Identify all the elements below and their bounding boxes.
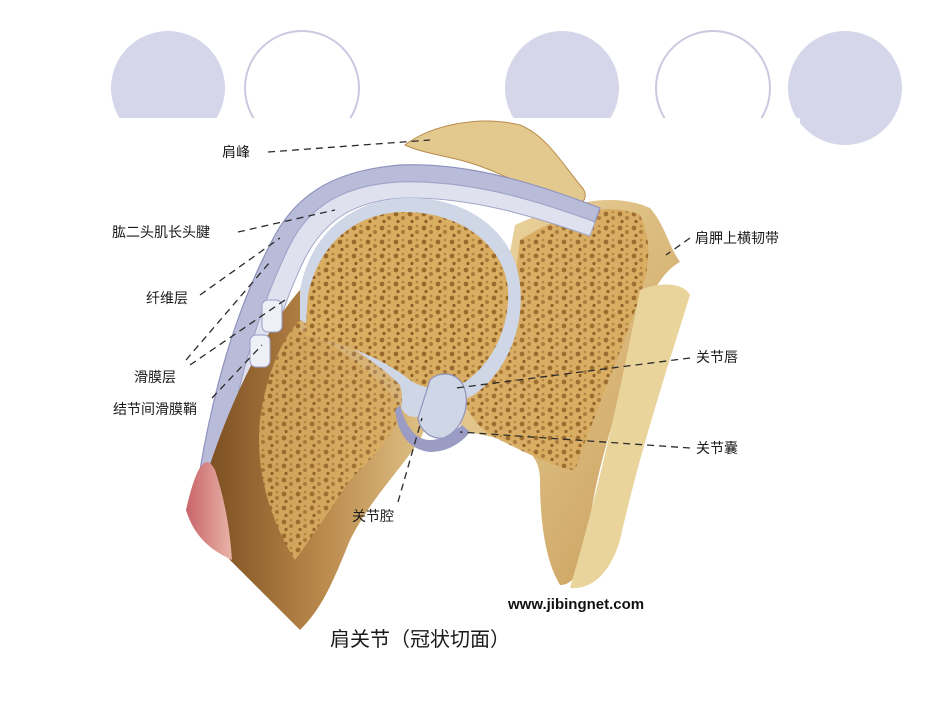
label-acromion: 肩峰: [222, 145, 250, 161]
leader-acromion: [267, 139, 431, 153]
shoulder-illustration: [186, 120, 690, 630]
leader-lines: [185, 139, 691, 503]
label-transverse-ligament: 肩胛上横韧带: [695, 231, 779, 247]
label-joint-capsule: 关节囊: [696, 440, 738, 457]
decor-circle-1: [111, 31, 225, 145]
labrum-fold: [417, 373, 467, 439]
leader-labrum: [455, 357, 691, 389]
label-biceps-tendon: 肱二头肌长头腱: [112, 225, 210, 241]
label-synovial-sheath: 结节间滑膜鞘: [113, 401, 197, 418]
label-fibrous-layer: 纤维层: [146, 291, 188, 307]
leader-biceps-tendon: [237, 209, 336, 233]
scapula-spongy: [463, 209, 649, 470]
leader-sheath: [211, 344, 263, 399]
label-glenoid-labrum: 关节唇: [696, 350, 738, 366]
humerus-spongy-shaft: [259, 320, 402, 560]
acromion-bone: [404, 120, 586, 209]
label-joint-cavity: 关节腔: [352, 509, 394, 525]
muscle-strip: [186, 462, 232, 560]
lower-capsule: [395, 405, 470, 452]
labels: 肩峰 肱二头肌长头腱 纤维层 滑膜层 结节间滑膜鞘 肩胛上横韧带 关节唇 关节囊…: [112, 145, 779, 525]
figure-caption: 肩关节（冠状切面）: [330, 627, 510, 651]
leader-capsule: [459, 431, 691, 449]
watermark: www.jibingnet.com: [507, 596, 644, 613]
decor-circle-3: [505, 31, 619, 145]
label-synovial-layer: 滑膜层: [134, 369, 176, 386]
scapula-lower: [570, 284, 690, 589]
leader-synovial-1: [185, 261, 271, 361]
leader-fibrous-layer: [199, 237, 281, 296]
capsule-inner: [221, 181, 596, 491]
humeral-head-spongy: [305, 212, 509, 389]
leader-transverse-ligament: [665, 237, 691, 256]
sheath-segment-1: [261, 299, 283, 333]
sheath-segment-2: [249, 334, 271, 368]
decorative-circles: [100, 30, 902, 148]
decor-circle-5: [788, 31, 902, 145]
leader-cavity: [397, 417, 423, 503]
